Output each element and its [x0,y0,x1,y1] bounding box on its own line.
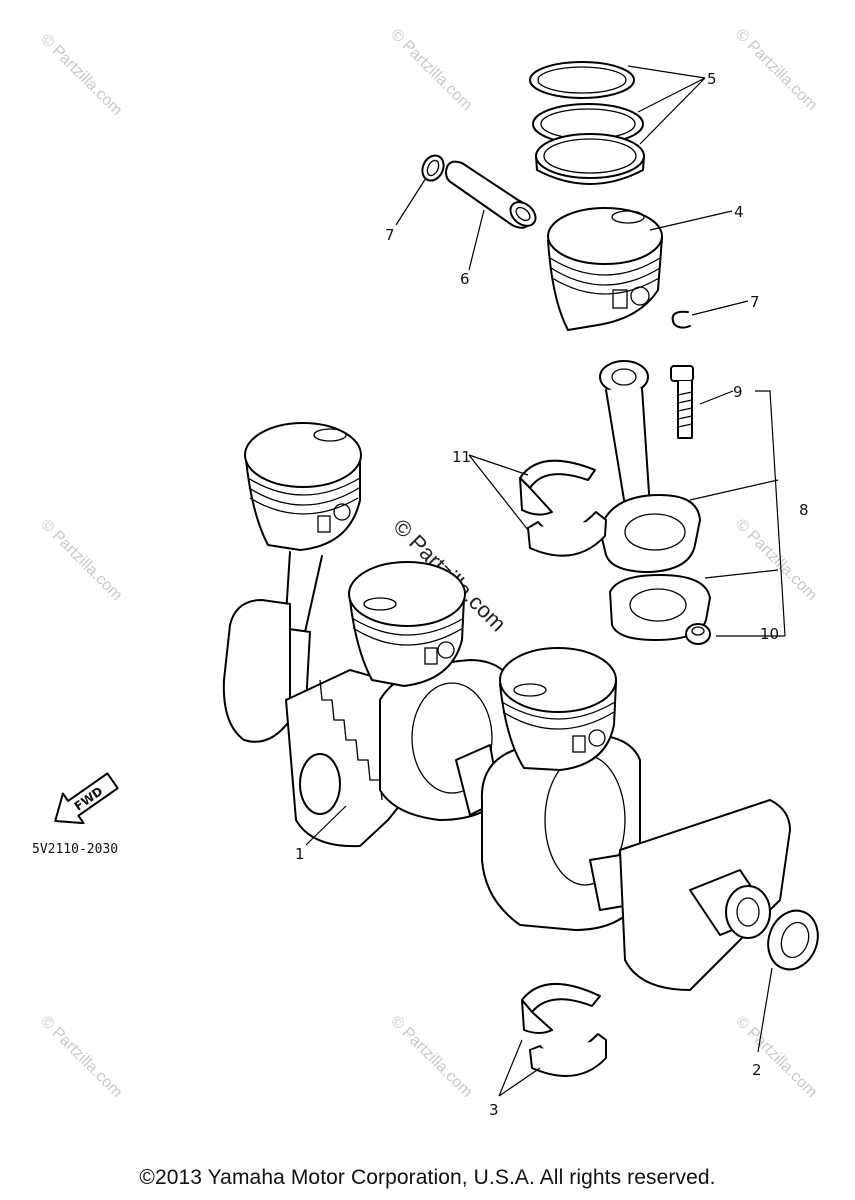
oil-seal [767,909,819,971]
rod-nut [685,623,711,645]
watermark: © Partzilla.com [732,26,820,114]
watermark: © Partzilla.com [37,516,125,604]
watermark: © Partzilla.com [732,516,820,604]
circlip-top [421,154,445,182]
piston-pin [445,160,537,229]
watermark: © Partzilla.com [37,31,125,119]
callout-6: 6 [460,270,470,288]
callout-10: 10 [760,625,779,643]
callout-1: 1 [295,845,305,863]
leader-lines [305,65,786,1097]
callout-3: 3 [489,1101,499,1119]
crankshaft [222,599,791,991]
piston-rings [529,61,645,185]
diagram-code: 5V2110-2030 [32,842,118,857]
callout-5: 5 [707,70,717,88]
callout-9: 9 [733,383,743,401]
piston [547,207,663,331]
watermark: © Partzilla.com [732,1013,820,1101]
callout-2: 2 [752,1061,762,1079]
watermark: © Partzilla.com [387,1013,475,1101]
rod-bolt [670,365,694,439]
callout-11: 11 [452,448,471,466]
callout-8: 8 [799,501,809,519]
circlip-right [671,310,691,329]
connecting-rod [599,360,711,641]
copyright-footer: ©2013 Yamaha Motor Corporation, U.S.A. A… [139,1166,716,1189]
callout-7: 7 [750,293,760,311]
rod-bearings [519,459,607,557]
piston-right [499,647,617,771]
piston-middle [348,561,466,687]
callout-7: 7 [385,226,395,244]
callout-numbers: 5 4 7 7 6 9 8 10 11 1 2 3 [295,70,809,1119]
piston-left-assembly [244,422,362,705]
fwd-arrow: FWD [54,772,119,825]
watermark: © Partzilla.com [387,26,475,114]
callout-4: 4 [734,203,744,221]
watermark: © Partzilla.com [37,1013,125,1101]
main-bearings [521,983,607,1077]
